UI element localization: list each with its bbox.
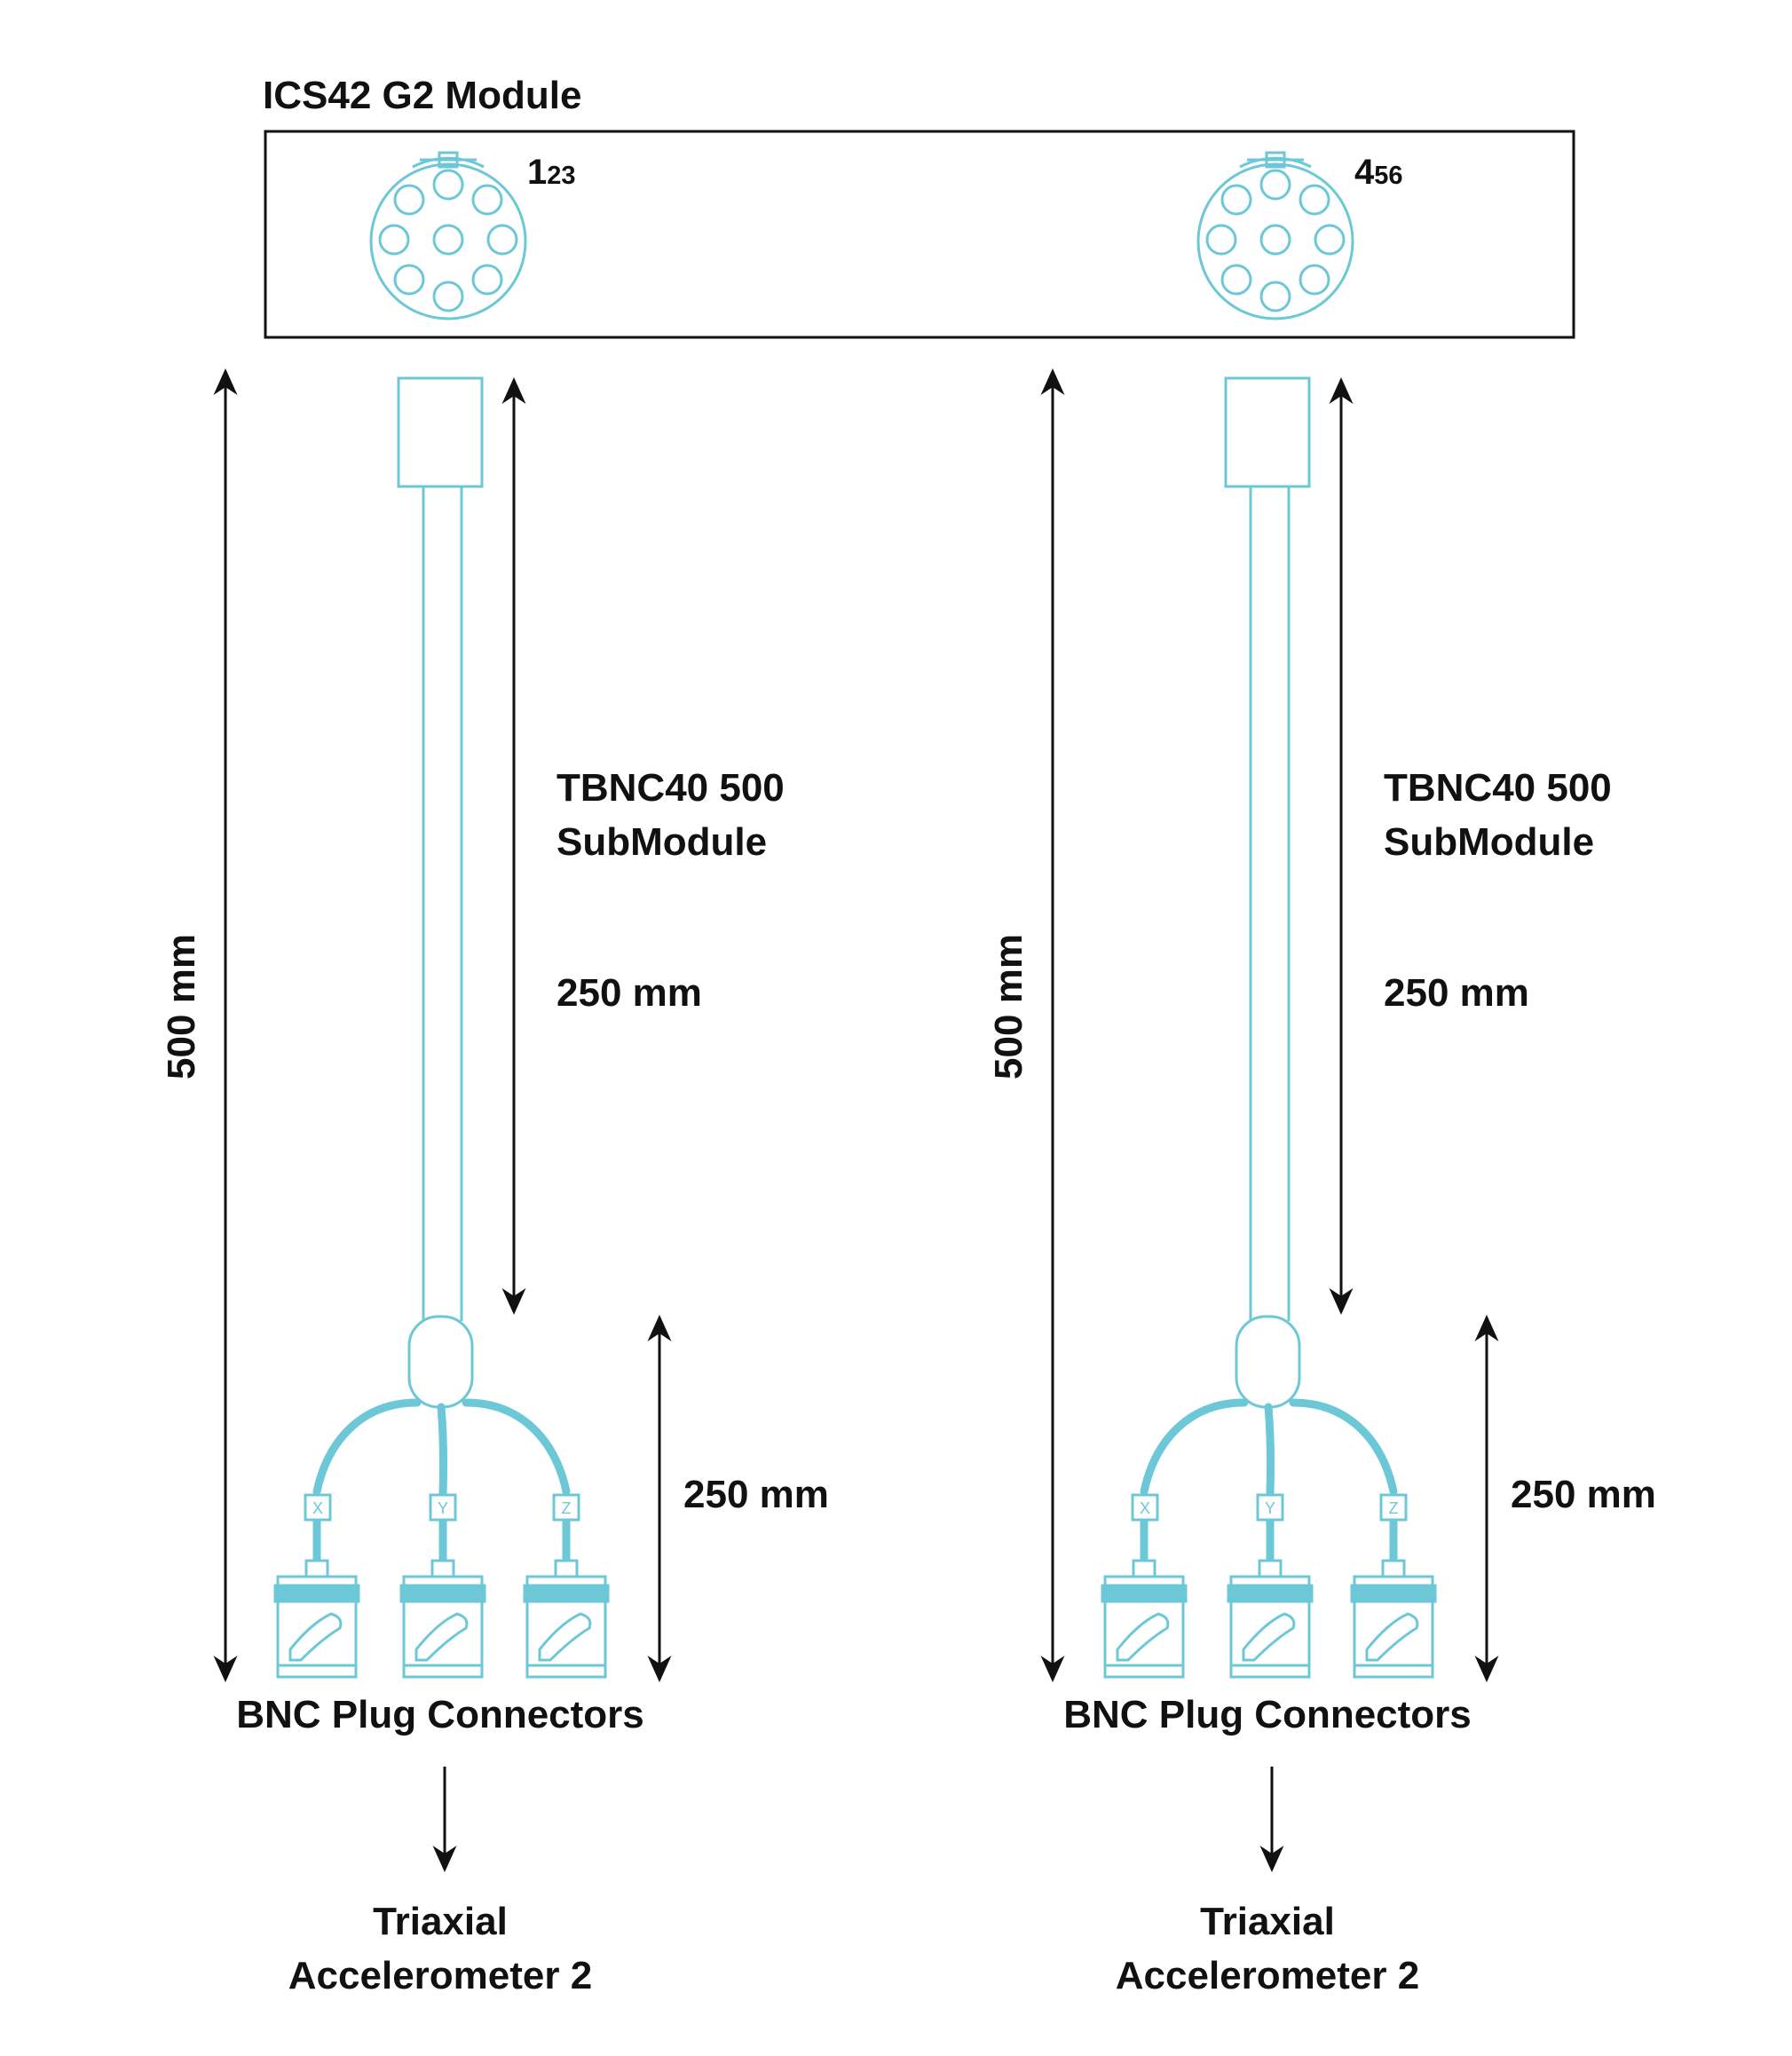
breakout-branches <box>1140 1398 1398 1498</box>
breakout-branches <box>312 1398 571 1498</box>
submodule-cable <box>397 376 484 1409</box>
submodule-name-line1: TBNC40 500 <box>557 766 785 810</box>
target-line1: Triaxial <box>373 1900 508 1943</box>
breakout-splitter <box>407 1315 474 1409</box>
branch-length-label: 250 mm <box>683 1473 829 1516</box>
total-length-label: 500 mm <box>160 934 203 1079</box>
connectors-label: BNC Plug Connectors <box>236 1693 644 1736</box>
channel-tags: X Y Z <box>1131 1493 1408 1522</box>
port-label: 456 <box>1354 153 1403 192</box>
channel-x-label: X <box>1140 1499 1150 1517</box>
channel-y-label: Y <box>438 1499 448 1517</box>
submodule-name-line1: TBNC40 500 <box>1384 766 1612 810</box>
module-box <box>264 130 1575 339</box>
port-label: 123 <box>527 153 576 192</box>
circular-connector-icon <box>369 151 527 320</box>
cable-length-label: 250 mm <box>557 971 702 1015</box>
cable-assembly-2: 456 X Y Z <box>987 151 1656 1997</box>
bnc-plug-icon <box>523 1520 610 1679</box>
bnc-plug-icon <box>1350 1520 1437 1679</box>
channel-y-label: Y <box>1265 1499 1275 1517</box>
breakout-splitter <box>1235 1315 1301 1409</box>
connectors-label: BNC Plug Connectors <box>1063 1693 1472 1736</box>
target-line2: Accelerometer 2 <box>288 1954 592 1997</box>
port-number-sub: 23 <box>547 162 575 190</box>
target-line2: Accelerometer 2 <box>1116 1954 1419 1997</box>
channel-x-label: X <box>312 1499 323 1517</box>
submodule-cable <box>1224 376 1311 1409</box>
cable-length-label: 250 mm <box>1384 971 1529 1015</box>
bnc-plug-icon <box>273 1520 360 1679</box>
cable-assembly-1: 123 X Y Z <box>160 151 829 1997</box>
target-line1: Triaxial <box>1200 1900 1335 1943</box>
bnc-plug-icon <box>399 1520 486 1679</box>
bnc-plug-icon <box>1227 1520 1314 1679</box>
circular-connector-icon <box>1196 151 1354 320</box>
channel-tags: X Y Z <box>304 1493 580 1522</box>
total-length-label: 500 mm <box>987 934 1030 1079</box>
submodule-name-line2: SubModule <box>1384 820 1594 864</box>
branch-length-label: 250 mm <box>1511 1473 1656 1516</box>
module-title: ICS42 G2 Module <box>263 74 581 117</box>
channel-z-label: Z <box>562 1499 572 1517</box>
port-number-main: 1 <box>527 153 547 192</box>
port-number-sub: 56 <box>1374 162 1402 190</box>
bnc-plug-icon <box>1101 1520 1188 1679</box>
channel-z-label: Z <box>1389 1499 1399 1517</box>
submodule-name-line2: SubModule <box>557 820 767 864</box>
port-number-main: 4 <box>1354 153 1375 192</box>
